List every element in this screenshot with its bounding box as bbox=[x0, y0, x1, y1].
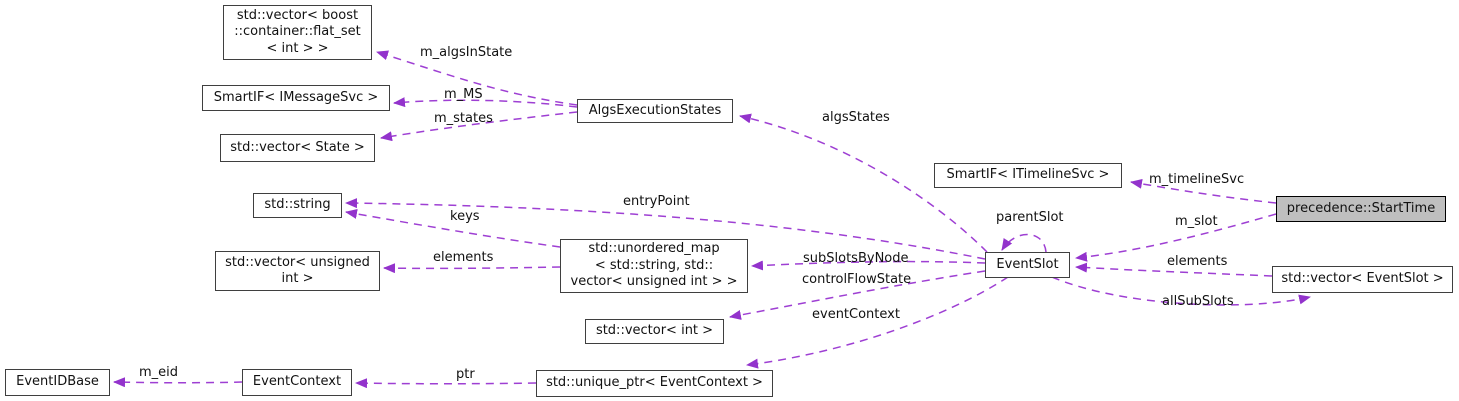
node-smartif-itimelinesvc[interactable]: SmartIF< ITimelineSvc > bbox=[934, 163, 1122, 188]
node-std-string[interactable]: std::string bbox=[253, 193, 342, 218]
node-event-context[interactable]: EventContext bbox=[242, 369, 352, 396]
node-vector-int[interactable]: std::vector< int > bbox=[585, 319, 724, 344]
edge-elements-right-line bbox=[1075, 262, 1273, 277]
node-smartif-imessagesvc[interactable]: SmartIF< IMessageSvc > bbox=[202, 85, 390, 111]
edge-ptr-line bbox=[355, 378, 537, 389]
edge-elements-left-line bbox=[383, 263, 561, 274]
edge-subslotsbynode-line bbox=[751, 260, 986, 271]
node-unordered-map[interactable]: std::unordered_map < std::string, std:: … bbox=[560, 239, 748, 293]
node-vector-flat-set[interactable]: std::vector< boost ::container::flat_set… bbox=[223, 5, 372, 60]
node-event-slot[interactable]: EventSlot bbox=[985, 252, 1070, 278]
node-unique-ptr-event-context[interactable]: std::unique_ptr< EventContext > bbox=[536, 370, 773, 397]
edge-m-slot-line bbox=[1075, 213, 1277, 262]
edge-m-timelinesvc-line bbox=[1130, 178, 1277, 204]
edge-allsubslots-line bbox=[1051, 276, 1311, 306]
edge-m-states-line bbox=[380, 111, 578, 142]
node-vector-unsigned-int[interactable]: std::vector< unsigned int > bbox=[215, 251, 380, 291]
edge-keys-line bbox=[345, 208, 561, 248]
edge-controlflowstate-line bbox=[729, 270, 986, 320]
edge-m-eid-line bbox=[113, 377, 243, 388]
node-precedence-start-time: precedence::StartTime bbox=[1276, 196, 1446, 222]
edge-algsstates-line bbox=[739, 113, 988, 253]
node-vector-event-slot[interactable]: std::vector< EventSlot > bbox=[1272, 266, 1453, 293]
node-vector-state[interactable]: std::vector< State > bbox=[220, 134, 375, 162]
node-algs-execution-states[interactable]: AlgsExecutionStates bbox=[577, 99, 733, 123]
node-event-id-base[interactable]: EventIDBase bbox=[5, 369, 110, 396]
edge-m-algsinstate-line bbox=[376, 50, 578, 106]
edge-m-ms-line bbox=[393, 97, 578, 108]
edge-eventcontext-line bbox=[746, 276, 1009, 369]
edge-parentslot-loop bbox=[1001, 233, 1047, 253]
edge-entrypoint-line bbox=[345, 198, 986, 260]
